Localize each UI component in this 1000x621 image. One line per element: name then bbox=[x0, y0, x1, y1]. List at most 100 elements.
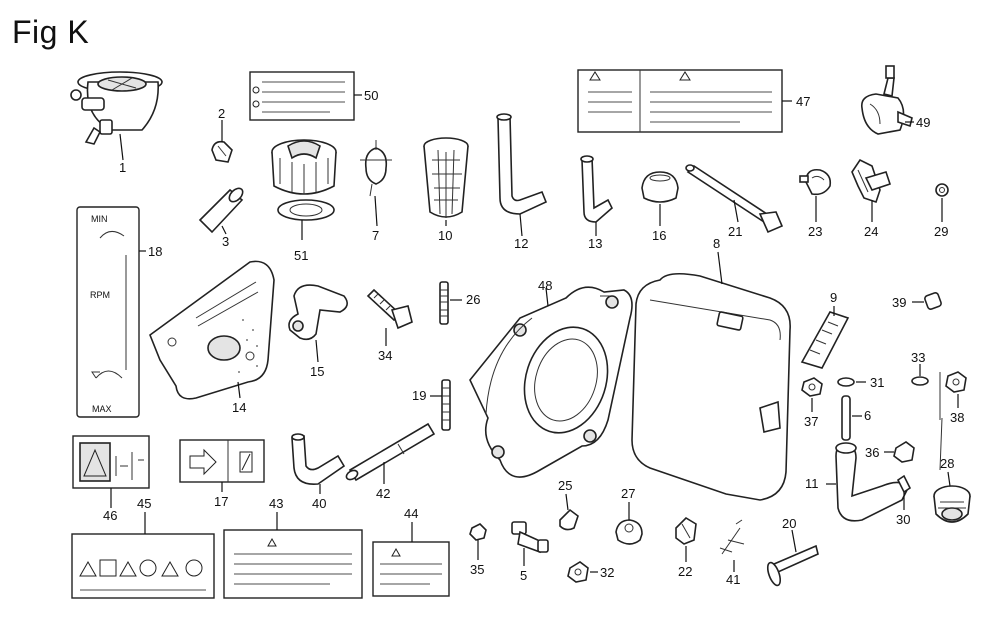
callout-33[interactable]: 33 bbox=[911, 350, 925, 365]
part-33-o-ring[interactable] bbox=[911, 376, 929, 386]
callout-18[interactable]: 18 bbox=[148, 244, 162, 259]
part-20-bolt[interactable] bbox=[765, 544, 819, 587]
part-43-label[interactable] bbox=[223, 529, 363, 599]
part-42-straight-tube[interactable] bbox=[345, 422, 436, 482]
part-38-nut[interactable] bbox=[939, 371, 967, 471]
part-9-rubber-strip[interactable] bbox=[800, 311, 850, 369]
part-12-l-tube[interactable] bbox=[496, 113, 548, 215]
callout-42[interactable]: 42 bbox=[376, 486, 390, 501]
part-5-fuel-joint[interactable] bbox=[511, 521, 549, 554]
callout-19[interactable]: 19 bbox=[412, 388, 426, 403]
part-21-long-bolt[interactable] bbox=[685, 164, 784, 234]
callout-5[interactable]: 5 bbox=[520, 568, 527, 583]
part-2-clip[interactable] bbox=[211, 140, 233, 163]
callout-29[interactable]: 29 bbox=[934, 224, 948, 239]
part-51-fuel-cap[interactable] bbox=[271, 139, 337, 221]
part-47-label[interactable] bbox=[577, 69, 783, 133]
callout-31[interactable]: 31 bbox=[870, 375, 884, 390]
callout-25[interactable]: 25 bbox=[558, 478, 572, 493]
part-39-sleeve[interactable] bbox=[924, 292, 942, 310]
callout-3[interactable]: 3 bbox=[222, 234, 229, 249]
callout-26[interactable]: 26 bbox=[466, 292, 480, 307]
part-37-nut[interactable] bbox=[801, 377, 823, 397]
part-14-heat-shield[interactable] bbox=[149, 260, 275, 400]
callout-30[interactable]: 30 bbox=[896, 512, 910, 527]
part-8-muffler[interactable] bbox=[631, 272, 791, 501]
callout-17[interactable]: 17 bbox=[214, 494, 228, 509]
callout-21[interactable]: 21 bbox=[728, 224, 742, 239]
part-29-nut[interactable] bbox=[935, 183, 949, 197]
part-19-stud[interactable] bbox=[441, 379, 451, 431]
part-1-fuel-valve[interactable] bbox=[70, 71, 163, 145]
callout-51[interactable]: 51 bbox=[294, 248, 308, 263]
part-30-clip[interactable] bbox=[896, 474, 912, 494]
callout-35[interactable]: 35 bbox=[470, 562, 484, 577]
callout-32[interactable]: 32 bbox=[600, 565, 614, 580]
callout-20[interactable]: 20 bbox=[782, 516, 796, 531]
callout-38[interactable]: 38 bbox=[950, 410, 964, 425]
part-16-cap[interactable] bbox=[641, 171, 679, 203]
part-50-label[interactable] bbox=[249, 71, 355, 121]
part-46-decal[interactable] bbox=[72, 435, 150, 489]
callout-43[interactable]: 43 bbox=[269, 496, 283, 511]
callout-16[interactable]: 16 bbox=[652, 228, 666, 243]
part-31-washer[interactable] bbox=[837, 377, 855, 387]
callout-34[interactable]: 34 bbox=[378, 348, 392, 363]
callout-6[interactable]: 6 bbox=[864, 408, 871, 423]
callout-2[interactable]: 2 bbox=[218, 106, 225, 121]
part-27-flange-nut[interactable] bbox=[615, 519, 643, 545]
part-7-inline-filter[interactable] bbox=[360, 140, 392, 197]
callout-39[interactable]: 39 bbox=[892, 295, 906, 310]
callout-48[interactable]: 48 bbox=[538, 278, 552, 293]
part-49-plug-cap[interactable] bbox=[860, 65, 913, 135]
callout-36[interactable]: 36 bbox=[865, 445, 879, 460]
part-13-small-tube[interactable] bbox=[580, 155, 613, 223]
callout-12[interactable]: 12 bbox=[514, 236, 528, 251]
part-41-wire[interactable] bbox=[719, 519, 745, 555]
part-45-warning-label[interactable] bbox=[71, 533, 215, 599]
callout-23[interactable]: 23 bbox=[808, 224, 822, 239]
callout-27[interactable]: 27 bbox=[621, 486, 635, 501]
callout-49[interactable]: 49 bbox=[916, 115, 930, 130]
callout-37[interactable]: 37 bbox=[804, 414, 818, 429]
part-22-grommet[interactable] bbox=[675, 516, 697, 545]
callout-1[interactable]: 1 bbox=[119, 160, 126, 175]
callout-50[interactable]: 50 bbox=[364, 88, 378, 103]
part-40-elbow-tube[interactable] bbox=[291, 433, 346, 485]
callout-44[interactable]: 44 bbox=[404, 506, 418, 521]
part-18-rpm-decal[interactable] bbox=[76, 206, 140, 418]
part-11-exhaust-pipe[interactable] bbox=[835, 442, 909, 522]
part-35-small-nut[interactable] bbox=[469, 523, 487, 541]
part-32-nut[interactable] bbox=[567, 561, 589, 583]
callout-13[interactable]: 13 bbox=[588, 236, 602, 251]
part-28-arrester-cap[interactable] bbox=[933, 485, 971, 523]
callout-22[interactable]: 22 bbox=[678, 564, 692, 579]
part-6-pin[interactable] bbox=[841, 395, 851, 441]
part-44-label[interactable] bbox=[372, 541, 450, 597]
callout-11[interactable]: 11 bbox=[805, 476, 819, 491]
callout-10[interactable]: 10 bbox=[438, 228, 452, 243]
callout-9[interactable]: 9 bbox=[830, 290, 837, 305]
callout-7[interactable]: 7 bbox=[372, 228, 379, 243]
part-17-decal[interactable] bbox=[179, 439, 265, 483]
callout-15[interactable]: 15 bbox=[310, 364, 324, 379]
part-3-tube[interactable] bbox=[198, 186, 245, 234]
part-23-hose-clamp[interactable] bbox=[799, 168, 832, 196]
part-48-muffler-flange[interactable] bbox=[469, 286, 633, 478]
callout-28[interactable]: 28 bbox=[940, 456, 954, 471]
part-26-stud[interactable] bbox=[439, 281, 449, 325]
part-15-t-handle[interactable] bbox=[288, 284, 348, 341]
part-34-bolt[interactable] bbox=[366, 288, 413, 330]
part-25-plug[interactable] bbox=[559, 508, 579, 531]
part-10-strainer[interactable] bbox=[423, 137, 469, 218]
callout-47[interactable]: 47 bbox=[796, 94, 810, 109]
callout-24[interactable]: 24 bbox=[864, 224, 878, 239]
callout-14[interactable]: 14 bbox=[232, 400, 246, 415]
part-36-nut[interactable] bbox=[893, 441, 915, 463]
callout-8[interactable]: 8 bbox=[713, 236, 720, 251]
callout-40[interactable]: 40 bbox=[312, 496, 326, 511]
part-24-bracket[interactable] bbox=[851, 158, 892, 204]
callout-45[interactable]: 45 bbox=[137, 496, 151, 511]
callout-41[interactable]: 41 bbox=[726, 572, 740, 587]
callout-46[interactable]: 46 bbox=[103, 508, 117, 523]
